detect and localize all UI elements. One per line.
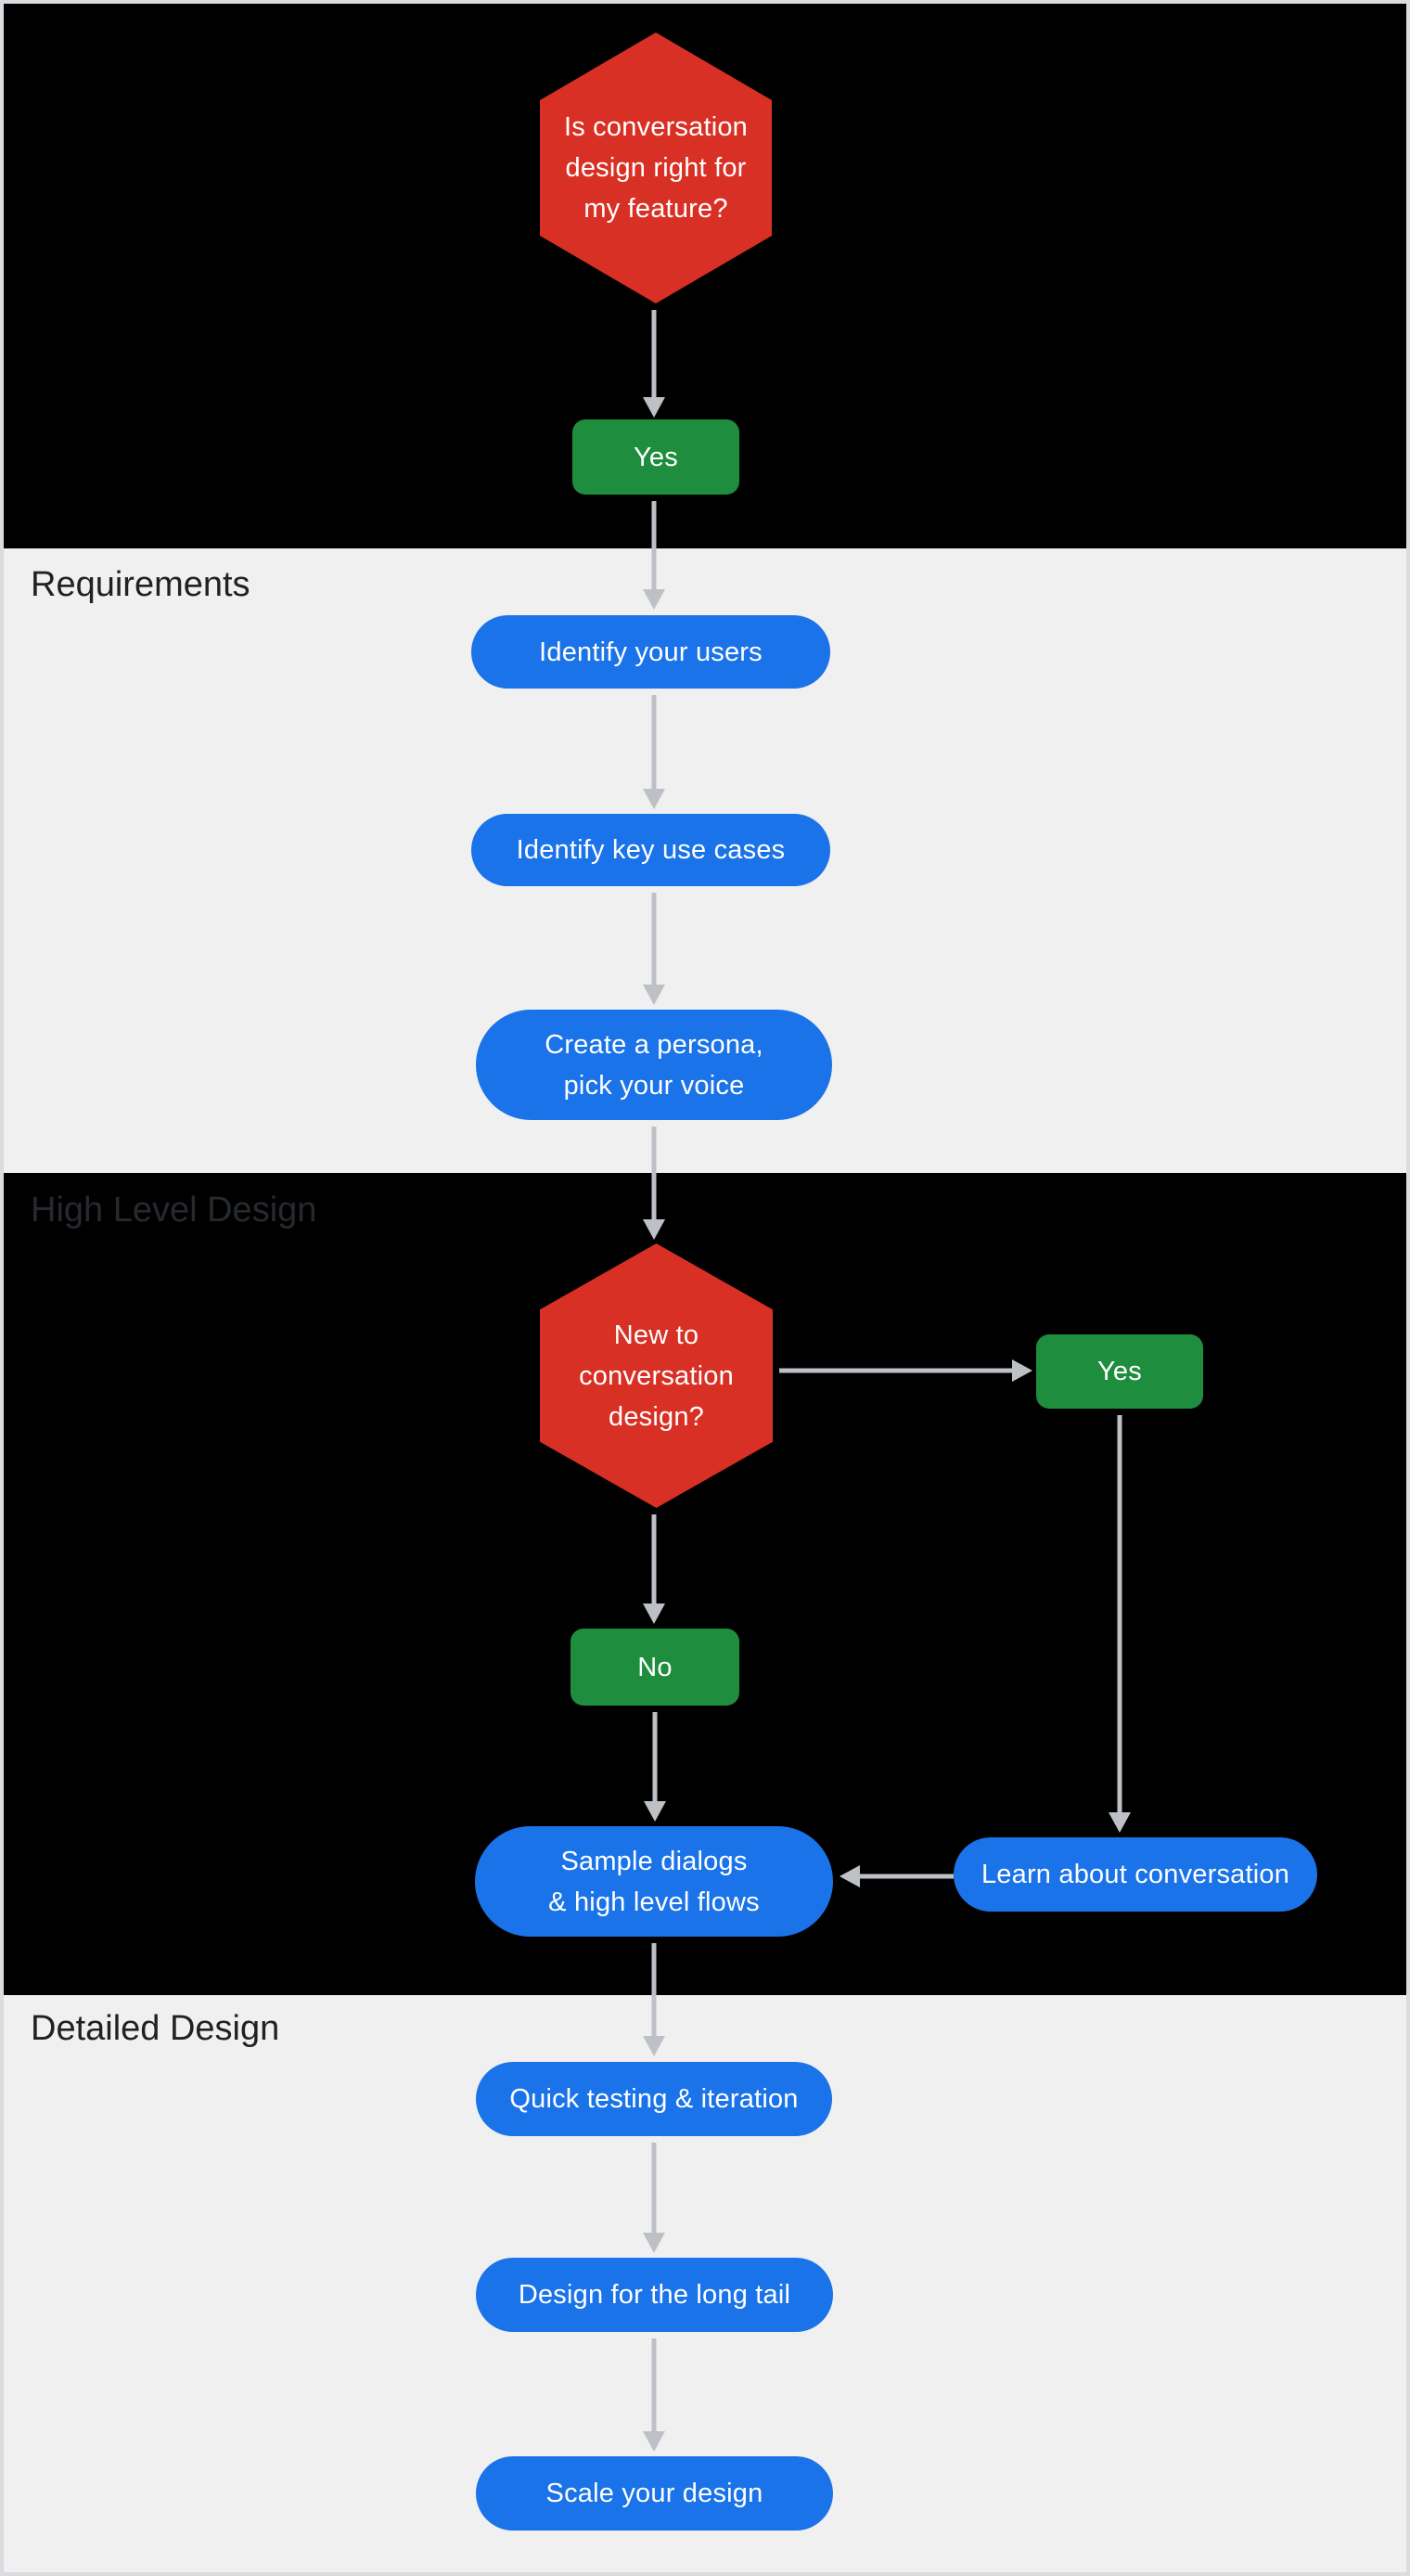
arrowhead-down-icon bbox=[643, 985, 665, 1005]
arrowhead-down-icon bbox=[643, 2233, 665, 2253]
decision-text-line: conversation bbox=[579, 1360, 734, 1391]
arrowhead-down-icon bbox=[643, 2431, 665, 2452]
step-label: Design for the long tail bbox=[518, 2280, 791, 2310]
step-create-persona-pick-voice[interactable]: Create a persona, pick your voice bbox=[476, 1010, 832, 1120]
arrowhead-down-icon bbox=[643, 2036, 665, 2056]
decision-text-line: my feature? bbox=[583, 194, 728, 224]
outcome-label: Yes bbox=[1097, 1357, 1142, 1386]
step-label-line: Create a persona, bbox=[545, 1029, 763, 1060]
arrow-quick-testing-to-long-tail bbox=[643, 2143, 665, 2253]
arrow-yes-to-learn-conversation bbox=[1109, 1415, 1131, 1833]
section-label-requirements: Requirements bbox=[31, 565, 250, 604]
arrow-decision-to-yes bbox=[643, 310, 665, 418]
step-quick-testing-iteration[interactable]: Quick testing & iteration bbox=[476, 2062, 832, 2136]
step-design-for-long-tail[interactable]: Design for the long tail bbox=[476, 2258, 833, 2332]
decision-text-line: design right for bbox=[565, 153, 747, 183]
arrow-shaft bbox=[779, 1368, 1014, 1373]
decision-text-line: Is conversation bbox=[563, 112, 749, 142]
decision-text-line: design? bbox=[609, 1401, 704, 1432]
outcome-label: No bbox=[637, 1652, 673, 1682]
step-sample-dialogs-high-level-flows[interactable]: Sample dialogs & high level flows bbox=[475, 1826, 833, 1937]
step-label-line: pick your voice bbox=[563, 1070, 745, 1101]
arrow-long-tail-to-scale bbox=[643, 2338, 665, 2452]
outcome-no[interactable]: No bbox=[570, 1629, 739, 1706]
step-label: Quick testing & iteration bbox=[509, 2084, 799, 2114]
step-label: Scale your design bbox=[545, 2479, 763, 2508]
arrow-shaft bbox=[651, 2143, 657, 2235]
arrow-shaft bbox=[651, 501, 657, 591]
section-label-high-level-design: High Level Design bbox=[31, 1191, 317, 1230]
outcome-yes-right[interactable]: Yes bbox=[1036, 1334, 1203, 1409]
decision-conversation-design-right: Is conversation design right for my feat… bbox=[540, 32, 772, 303]
step-label: Identify your users bbox=[539, 637, 763, 667]
arrow-shaft bbox=[651, 310, 657, 399]
arrow-decision-to-no bbox=[643, 1514, 665, 1624]
arrow-persona-to-new-decision bbox=[643, 1127, 665, 1240]
step-label-line: & high level flows bbox=[548, 1887, 760, 1917]
arrowhead-down-icon bbox=[643, 589, 665, 610]
arrow-shaft bbox=[1117, 1415, 1122, 1814]
arrowhead-down-icon bbox=[643, 789, 665, 809]
step-learn-about-conversation[interactable]: Learn about conversation bbox=[954, 1837, 1317, 1912]
arrow-users-to-use-cases bbox=[643, 695, 665, 809]
arrowhead-down-icon bbox=[643, 1604, 665, 1624]
arrow-sample-to-quick-testing bbox=[643, 1943, 665, 2056]
arrowhead-down-icon bbox=[643, 1219, 665, 1240]
arrow-shaft bbox=[651, 2338, 657, 2433]
step-identify-key-use-cases[interactable]: Identify key use cases bbox=[471, 814, 830, 886]
arrow-yes-to-identify-users bbox=[643, 501, 665, 610]
outcome-label: Yes bbox=[634, 442, 678, 472]
arrow-shaft bbox=[858, 1874, 954, 1879]
arrow-shaft bbox=[651, 1127, 657, 1221]
arrow-shaft bbox=[651, 893, 657, 986]
arrow-no-to-sample-dialogs bbox=[644, 1712, 666, 1822]
decision-text-line: New to bbox=[613, 1320, 699, 1350]
arrowhead-left-icon bbox=[840, 1865, 860, 1887]
step-label: Identify key use cases bbox=[516, 835, 786, 865]
outcome-yes-top[interactable]: Yes bbox=[572, 419, 739, 495]
section-label-detailed-design: Detailed Design bbox=[31, 2009, 280, 2048]
arrow-shaft bbox=[651, 695, 657, 791]
arrow-learn-to-sample-dialogs bbox=[840, 1865, 954, 1887]
arrowhead-down-icon bbox=[644, 1801, 666, 1822]
step-label: Learn about conversation bbox=[981, 1860, 1290, 1889]
arrow-shaft bbox=[651, 1943, 657, 2038]
step-identify-your-users[interactable]: Identify your users bbox=[471, 615, 830, 689]
arrowhead-right-icon bbox=[1012, 1359, 1032, 1382]
arrow-decision-to-yes-right bbox=[779, 1359, 1032, 1382]
step-scale-your-design[interactable]: Scale your design bbox=[476, 2456, 833, 2531]
step-label-line: Sample dialogs bbox=[560, 1846, 748, 1876]
arrowhead-down-icon bbox=[1109, 1812, 1131, 1833]
arrowhead-down-icon bbox=[643, 397, 665, 418]
arrow-shaft bbox=[652, 1712, 658, 1803]
arrow-use-cases-to-persona bbox=[643, 893, 665, 1005]
arrow-shaft bbox=[651, 1514, 657, 1605]
